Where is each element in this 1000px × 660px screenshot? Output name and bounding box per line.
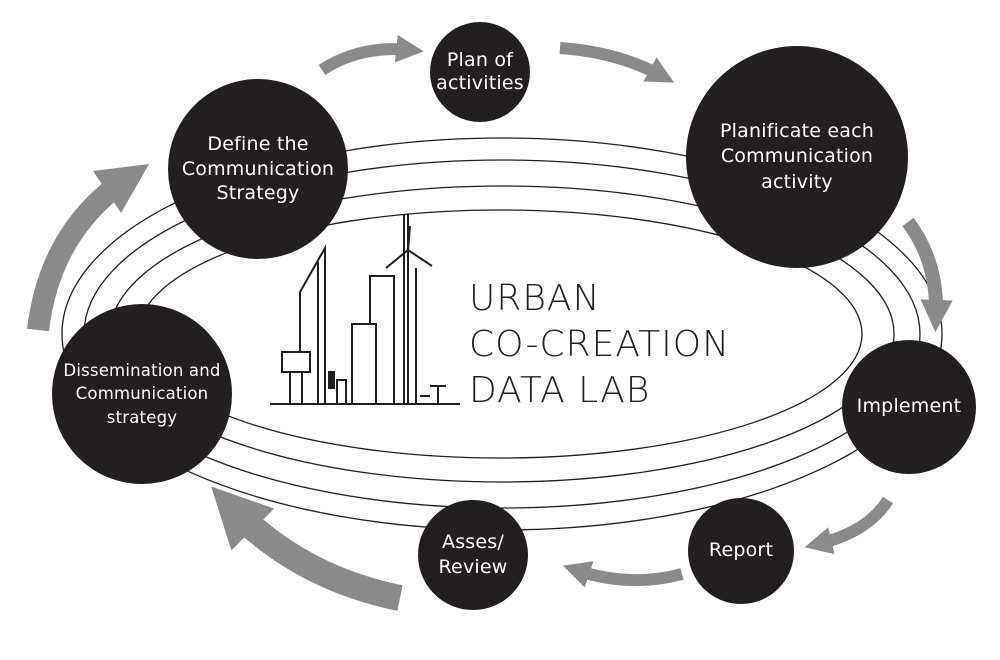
node-label: Asses/ Review	[438, 531, 508, 578]
city-skyline-logo	[270, 214, 460, 405]
logo-title-line-2: CO-CREATION	[469, 324, 731, 365]
node-label: Implement	[856, 395, 962, 418]
node-label: Dissemination and Communication strategy	[63, 361, 221, 427]
node-define-strategy: Define the Communication Strategy	[168, 79, 348, 259]
node-assess-review: Asses/ Review	[418, 500, 528, 610]
node-label: Report	[708, 539, 774, 562]
arrow-plan-to-planificate	[559, 42, 675, 83]
arrow-dissemination-to-define	[27, 163, 150, 332]
node-plan-of-activities: Plan of activities	[430, 22, 530, 122]
flow-arrows	[27, 34, 953, 611]
arrow-assess-to-dissemination	[211, 486, 403, 611]
node-label: Planificate each Communication activity	[720, 119, 874, 193]
node-label: Define the Communication Strategy	[181, 132, 335, 205]
logo-title-line-3: DATA LAB	[469, 370, 651, 411]
logo-title-line-1: URBAN	[469, 278, 601, 319]
node-label: Plan of activities	[436, 49, 524, 94]
node-report: Report	[688, 498, 794, 604]
node-planificate-activity: Planificate each Communication activity	[686, 46, 908, 268]
node-implement: Implement	[842, 340, 976, 474]
arrow-implement-to-report	[804, 496, 894, 555]
node-dissemination-strategy: Dissemination and Communication strategy	[52, 304, 232, 484]
arrow-planificate-to-implement	[902, 217, 953, 333]
arrow-report-to-assess	[562, 561, 684, 588]
arrow-define-to-plan	[318, 34, 424, 76]
